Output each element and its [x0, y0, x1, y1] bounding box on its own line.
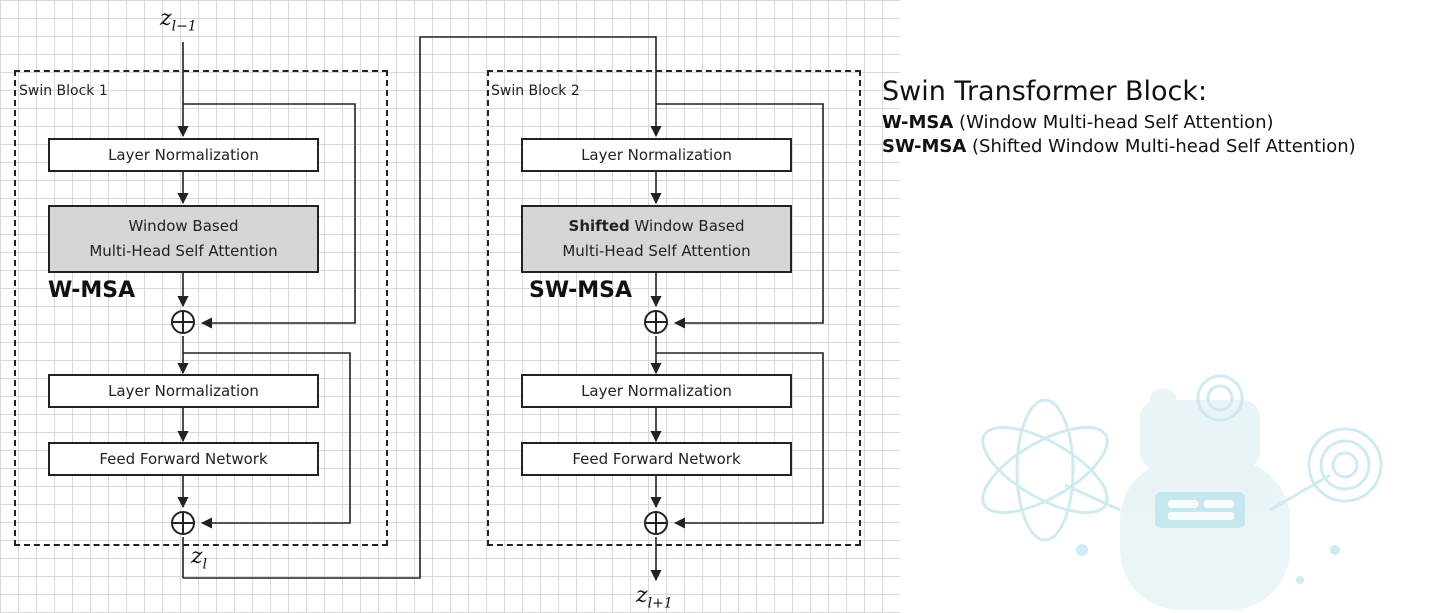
block2-attention-line2: Multi-Head Self Attention [562, 242, 751, 260]
block1-layer-norm-1: Layer Normalization [48, 138, 319, 172]
residual-connection [656, 352, 824, 529]
legend-wmsa: W-MSA (Window Multi-head Self Attention) [882, 112, 1274, 133]
block2-feed-forward: Feed Forward Network [521, 442, 792, 476]
block1-attention-line1: Window Based [128, 217, 239, 235]
swin-block-2-frame [487, 70, 861, 546]
add-circle-icon [171, 310, 195, 334]
block1-attention-line2: Multi-Head Self Attention [89, 242, 278, 260]
block2-layer-norm-2: Layer Normalization [521, 374, 792, 408]
intermediate-variable-z: zl [191, 544, 208, 573]
residual-connection [183, 352, 351, 529]
swin-block-2-title: Swin Block 2 [491, 83, 580, 99]
diagram-canvas: zl−1 zl zl+1 Swin Block 1 Layer Normaliz… [0, 0, 900, 613]
output-variable-z-next: zl+1 [636, 583, 673, 612]
legend-title: Swin Transformer Block: [882, 76, 1208, 107]
add-circle-icon [644, 511, 668, 535]
swin-block-1-frame [14, 70, 388, 546]
block2-tag: SW-MSA [529, 278, 633, 303]
add-circle-icon [171, 511, 195, 535]
input-variable-z-prev: zl−1 [160, 6, 197, 35]
block2-layer-norm-1: Layer Normalization [521, 138, 792, 172]
block1-attention-box: Window Based Multi-Head Self Attention [48, 205, 319, 273]
block2-attention-line1: Shifted Window Based [568, 217, 745, 235]
robot-watermark-icon [981, 374, 1383, 610]
block1-feed-forward: Feed Forward Network [48, 442, 319, 476]
legend: Swin Transformer Block: W-MSA (Window Mu… [882, 76, 1356, 159]
residual-connection [656, 103, 824, 329]
block1-tag: W-MSA [48, 278, 136, 303]
add-circle-icon [644, 310, 668, 334]
block2-attention-box: Shifted Window Based Multi-Head Self Att… [521, 205, 792, 273]
block1-layer-norm-2: Layer Normalization [48, 374, 319, 408]
legend-swmsa: SW-MSA (Shifted Window Multi-head Self A… [882, 136, 1356, 157]
swin-block-1-title: Swin Block 1 [19, 83, 108, 99]
residual-connection [183, 103, 356, 329]
